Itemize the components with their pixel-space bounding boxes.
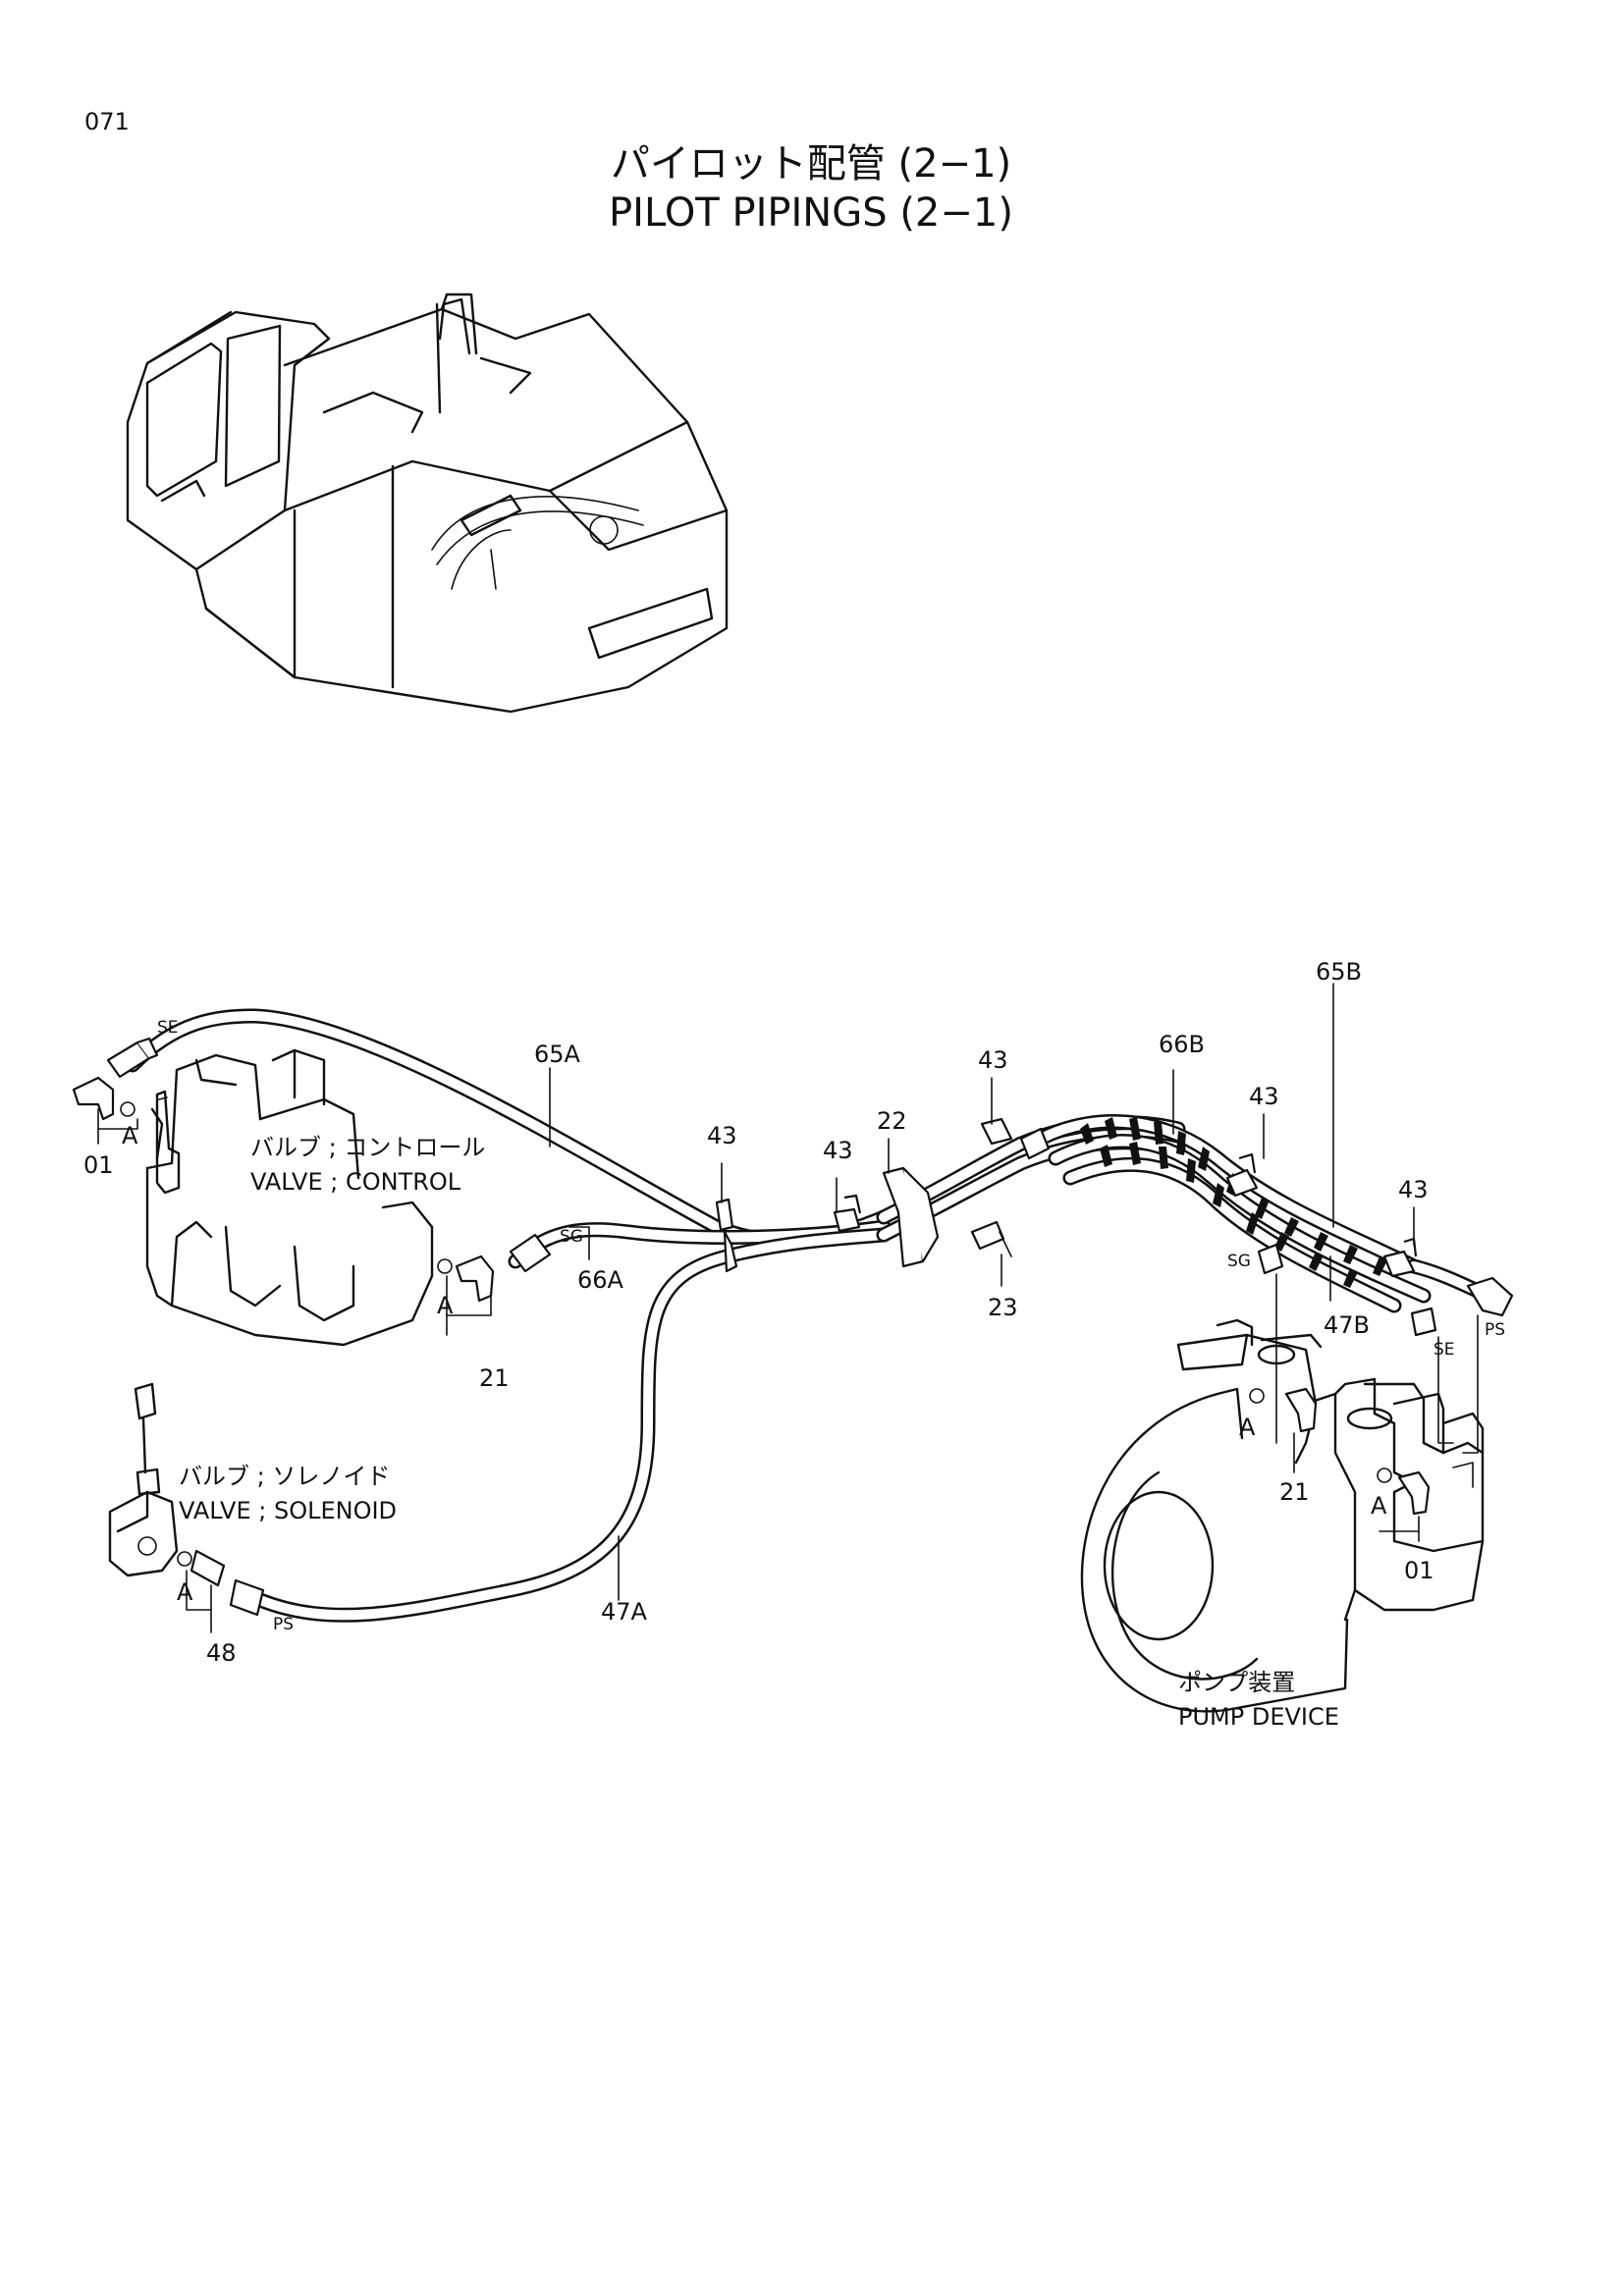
callout-21-right: 21: [1279, 1478, 1310, 1506]
elbow-fitting-01-right: [1377, 1468, 1431, 1516]
detail-A-48: A: [177, 1578, 193, 1606]
callout-43-d: 43: [1249, 1083, 1279, 1110]
control-valve-label-ja: バルブ ; コントロール: [250, 1134, 485, 1161]
hose-end-PS-left: [229, 1578, 265, 1617]
elbow-fitting-01-left: [72, 1076, 135, 1121]
part-callouts: 65A 66B 65B 66A 47A 47B 43 43 43 43 43 2…: [83, 958, 1434, 1667]
title-english: PILOT PIPINGS (2−1): [609, 190, 1013, 236]
callout-48: 48: [206, 1639, 237, 1667]
elbow-fitting-21-left: [437, 1255, 495, 1303]
bolt-23: [970, 1220, 1012, 1257]
component-labels: バルブ ; コントロール VALVE ; CONTROL バルブ ; ソレノイド…: [179, 1134, 1339, 1731]
control-valve-illustration: [145, 1048, 434, 1347]
clamp-43-left: [715, 1198, 738, 1273]
detail-A-01-right: A: [1371, 1492, 1387, 1520]
port-PS-left: PS: [273, 1615, 294, 1634]
clamp-43-upper: [980, 1117, 1051, 1160]
solenoid-valve-illustration: [108, 1382, 179, 1577]
callout-66A: 66A: [577, 1266, 624, 1294]
excavator-locator-illustration: [126, 293, 729, 714]
callout-65A: 65A: [534, 1041, 581, 1068]
detail-A-marks: A A A A A: [122, 1122, 1387, 1606]
hose-end-SG-left: [509, 1233, 552, 1273]
port-PS-right: PS: [1485, 1320, 1505, 1340]
callout-43-e: 43: [1398, 1176, 1429, 1203]
pump-device-illustration: [1080, 1318, 1485, 1713]
port-SG-left: SG: [560, 1227, 583, 1247]
leader-lines: [97, 983, 1479, 1633]
pump-device-label-en: PUMP DEVICE: [1178, 1703, 1339, 1731]
callout-43-a: 43: [707, 1122, 737, 1149]
callout-21-left: 21: [479, 1364, 510, 1392]
callout-43-b: 43: [823, 1137, 853, 1164]
hose-end-SG-right: [1257, 1243, 1284, 1275]
hose-end-SE-left: [106, 1037, 159, 1079]
detail-A-21-right: A: [1239, 1414, 1256, 1441]
callout-43-c: 43: [978, 1046, 1008, 1074]
port-marks: SE SG PS SG SE PS: [157, 1018, 1505, 1634]
callout-23: 23: [988, 1294, 1018, 1321]
callout-65B: 65B: [1316, 958, 1362, 986]
callout-01-right: 01: [1404, 1557, 1434, 1584]
clamp-43-right-upper: [1225, 1152, 1259, 1198]
port-SG-right: SG: [1227, 1252, 1251, 1271]
spiral-guard-66B: [1080, 1117, 1387, 1288]
callout-47A: 47A: [601, 1598, 648, 1626]
adapter-48: [177, 1549, 226, 1587]
detail-A-01-left: A: [122, 1122, 138, 1149]
page-number: 071: [84, 108, 130, 135]
elbow-fitting-PS-right: [1466, 1276, 1514, 1317]
title-japanese: パイロット配管 (2−1): [611, 141, 1011, 187]
pump-device-label-ja: ポンプ装置: [1178, 1669, 1295, 1696]
callout-01-left: 01: [83, 1151, 114, 1179]
port-SE-right: SE: [1434, 1340, 1455, 1360]
hose-47A: [252, 1227, 892, 1623]
hose-66B-65B-47B: [1033, 1114, 1510, 1313]
port-SE-left: SE: [157, 1018, 179, 1038]
hose-end-SE-right: [1410, 1307, 1437, 1337]
detail-A-21-left: A: [437, 1292, 454, 1319]
elbow-fitting-21-right: [1249, 1387, 1318, 1433]
callout-22: 22: [877, 1107, 907, 1135]
callout-66B: 66B: [1159, 1031, 1205, 1058]
callout-47B: 47B: [1324, 1311, 1370, 1339]
control-valve-label-en: VALVE ; CONTROL: [250, 1168, 461, 1196]
hose-65A: [125, 1008, 892, 1249]
solenoid-valve-label-ja: バルブ ; ソレノイド: [179, 1463, 390, 1490]
solenoid-valve-label-en: VALVE ; SOLENOID: [179, 1497, 397, 1524]
clamp-22: [882, 1166, 940, 1268]
clamp-43-mid: [833, 1194, 862, 1233]
